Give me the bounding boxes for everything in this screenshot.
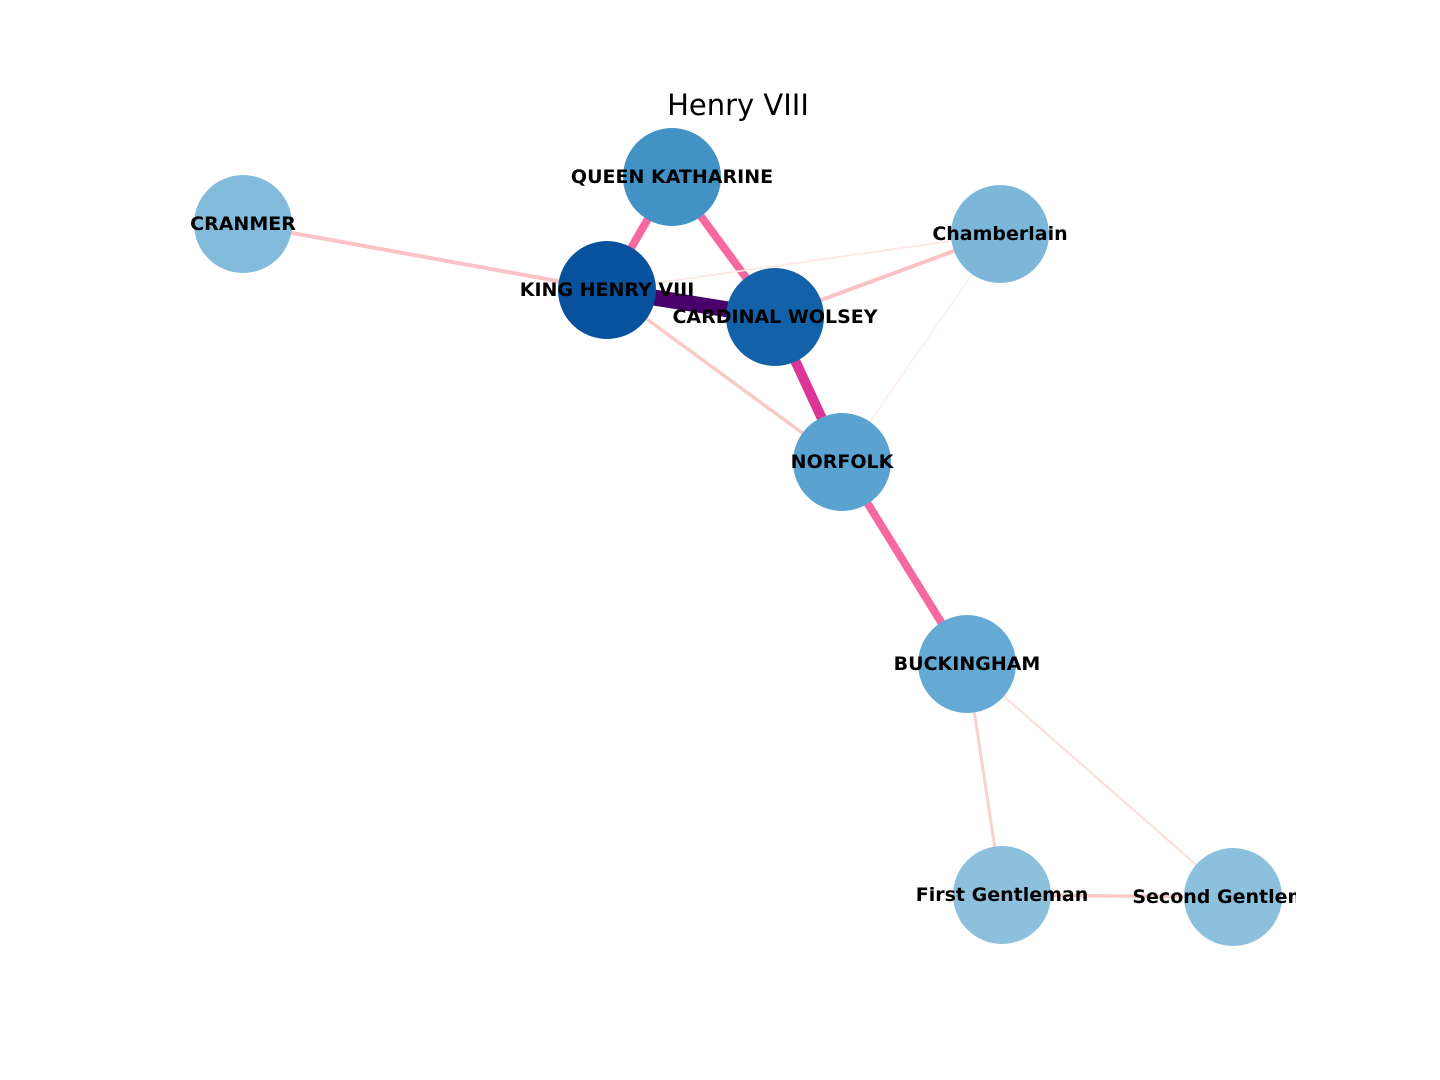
node-king-henry bbox=[558, 241, 656, 339]
node-label-king-henry: KING HENRY VIII bbox=[520, 279, 695, 301]
node-label-queen-katharine: QUEEN KATHARINE bbox=[571, 166, 773, 188]
node-label-chamberlain: Chamberlain bbox=[932, 223, 1067, 245]
node-wolsey bbox=[726, 268, 824, 366]
edge-cranmer-king-henry bbox=[242, 222, 608, 292]
edge-king-henry-chamberlain bbox=[606, 233, 1001, 291]
node-chamberlain bbox=[951, 185, 1049, 283]
node-label-buckingham: BUCKINGHAM bbox=[894, 653, 1041, 675]
node-second-gentleman bbox=[1184, 848, 1282, 946]
nodes-layer bbox=[194, 128, 1282, 946]
node-first-gentleman bbox=[953, 846, 1051, 944]
node-queen-katharine bbox=[623, 128, 721, 226]
node-label-first-gentleman: First Gentleman bbox=[916, 884, 1089, 906]
node-label-wolsey: CARDINAL WOLSEY bbox=[672, 306, 877, 328]
node-label-second-gentleman: Second Gentleman bbox=[1132, 886, 1333, 908]
edge-buckingham-second-gentleman bbox=[966, 663, 1234, 898]
node-cranmer bbox=[194, 175, 292, 273]
node-label-norfolk: NORFOLK bbox=[791, 451, 895, 473]
node-buckingham bbox=[918, 615, 1016, 713]
node-label-cranmer: CRANMER bbox=[190, 213, 296, 235]
graph-title: Henry VIII bbox=[667, 88, 809, 122]
node-norfolk bbox=[793, 413, 891, 511]
